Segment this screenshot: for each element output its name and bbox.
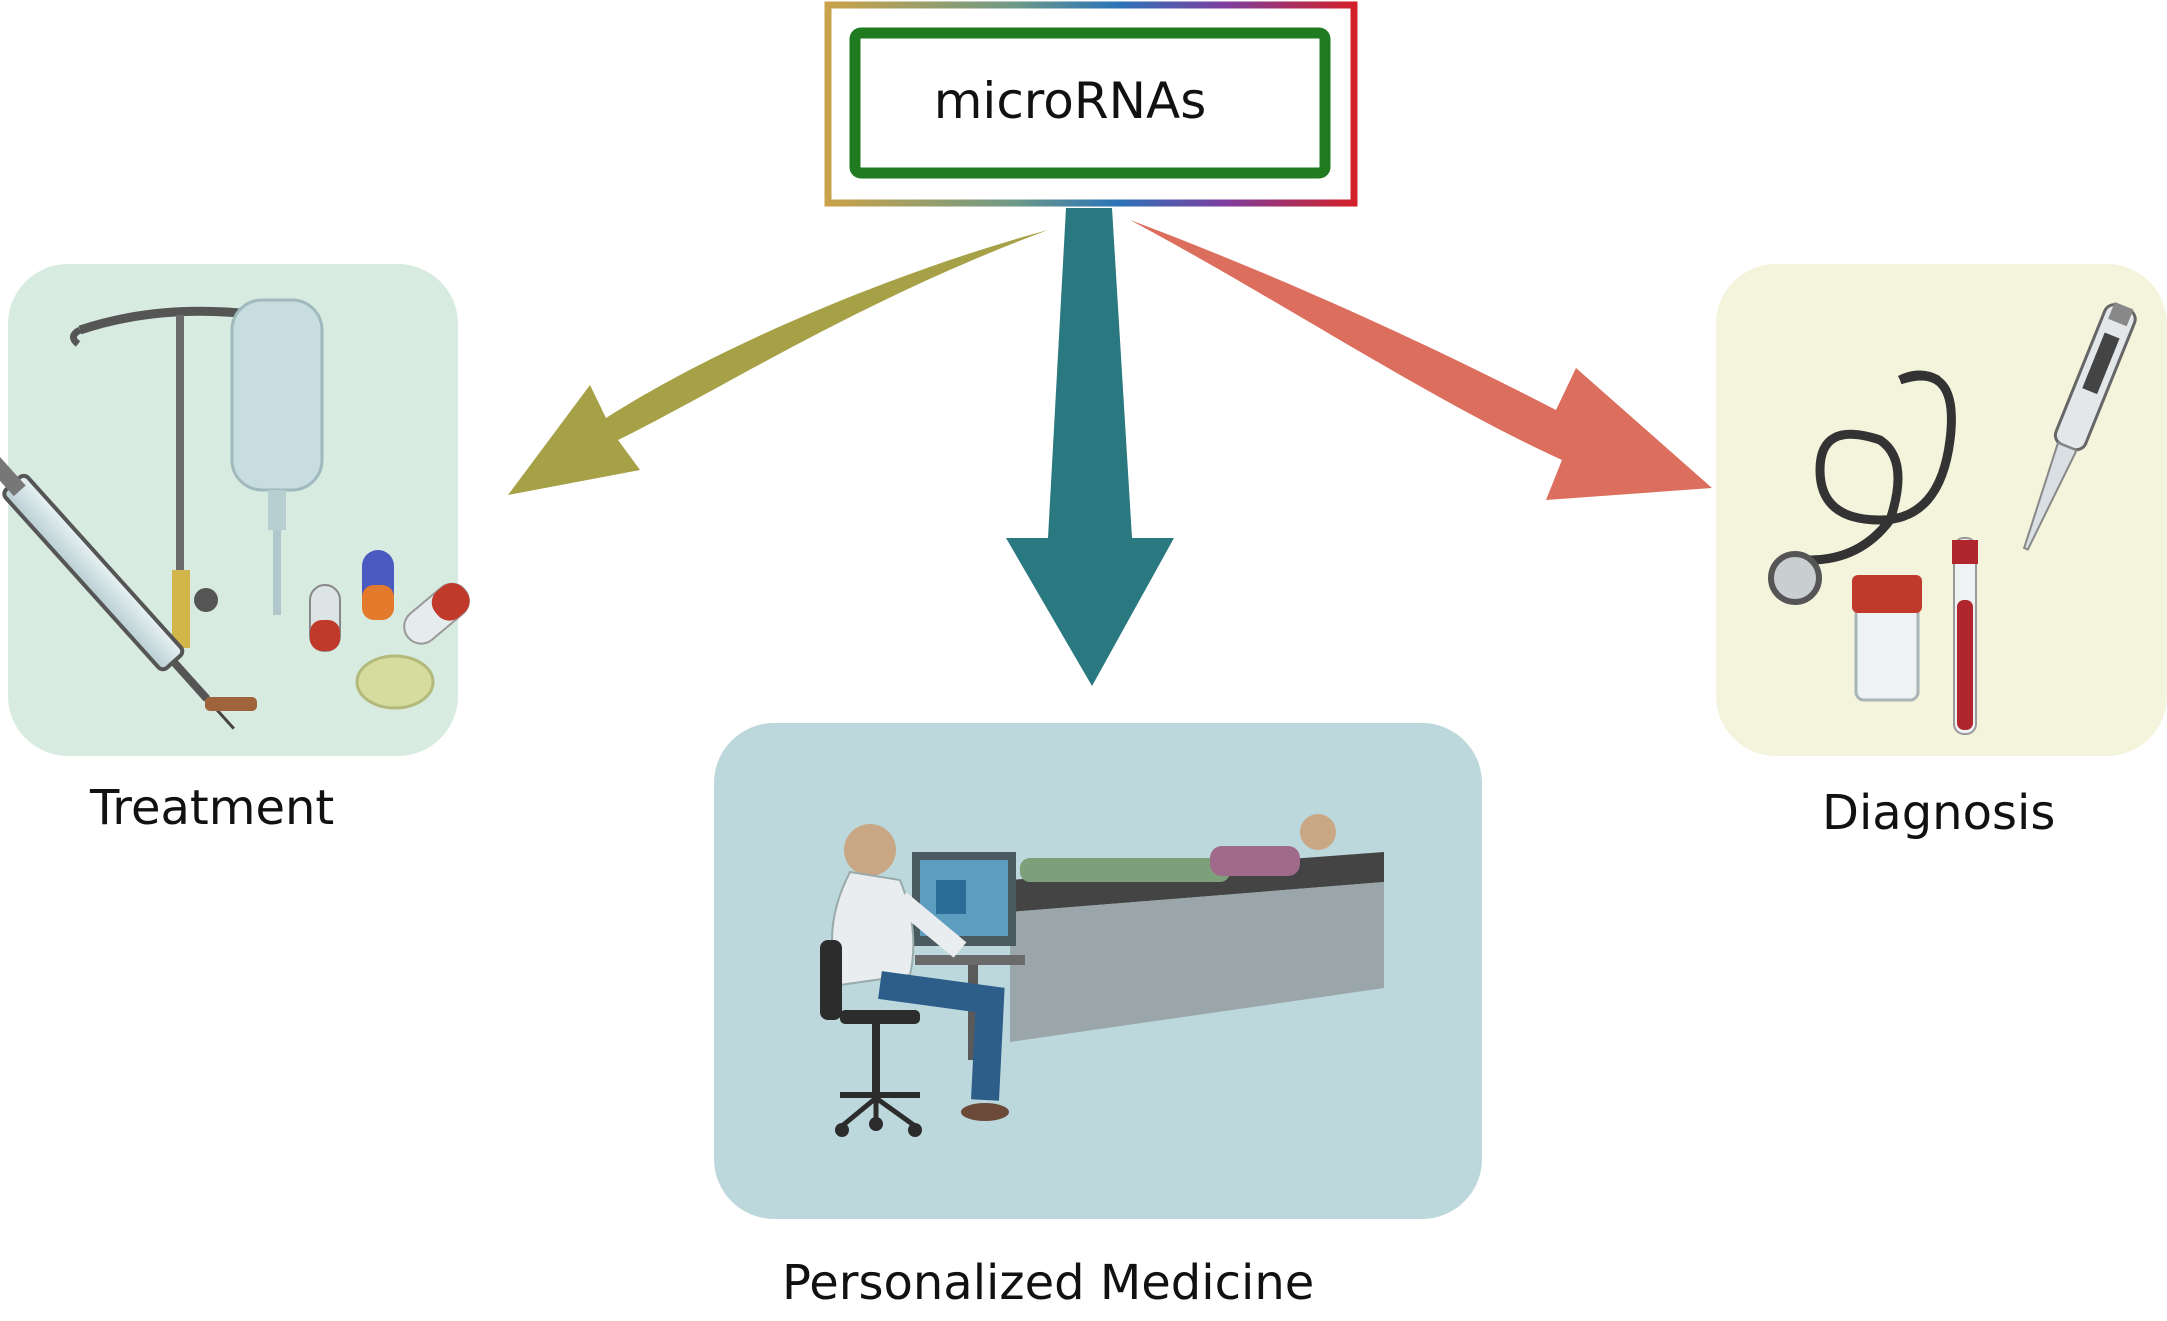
arrow-to-treatment bbox=[508, 230, 1048, 495]
syringe-icon bbox=[0, 455, 235, 730]
microrna-node bbox=[824, 1, 1358, 207]
doctor-icon bbox=[831, 824, 1009, 1121]
personalized-medicine-label: Personalized Medicine bbox=[782, 1255, 1315, 1311]
office-chair-icon bbox=[820, 940, 922, 1137]
stethoscope-icon bbox=[1809, 370, 1956, 565]
blood-tube-icon bbox=[1952, 537, 1978, 735]
arrow-to-personalized bbox=[1006, 208, 1174, 686]
treatment-panel bbox=[0, 264, 470, 756]
arrow-to-diagnosis bbox=[1130, 220, 1712, 500]
diagnosis-panel bbox=[1716, 264, 2167, 756]
diagnosis-label: Diagnosis bbox=[1822, 785, 2056, 841]
tablet-icon bbox=[355, 654, 435, 710]
capsule-icon bbox=[205, 550, 470, 711]
treatment-label: Treatment bbox=[90, 780, 335, 836]
stethoscope-chestpiece bbox=[1768, 551, 1822, 605]
patient-on-bed-icon bbox=[1010, 814, 1384, 1042]
microrna-inner-frame bbox=[849, 27, 1331, 179]
pipette-icon bbox=[2022, 302, 2137, 551]
microrna-label: microRNAs bbox=[933, 72, 1207, 130]
iv-bag-icon bbox=[230, 298, 324, 615]
personalized-panel bbox=[714, 723, 1482, 1219]
specimen-jar-icon bbox=[1852, 575, 1922, 702]
